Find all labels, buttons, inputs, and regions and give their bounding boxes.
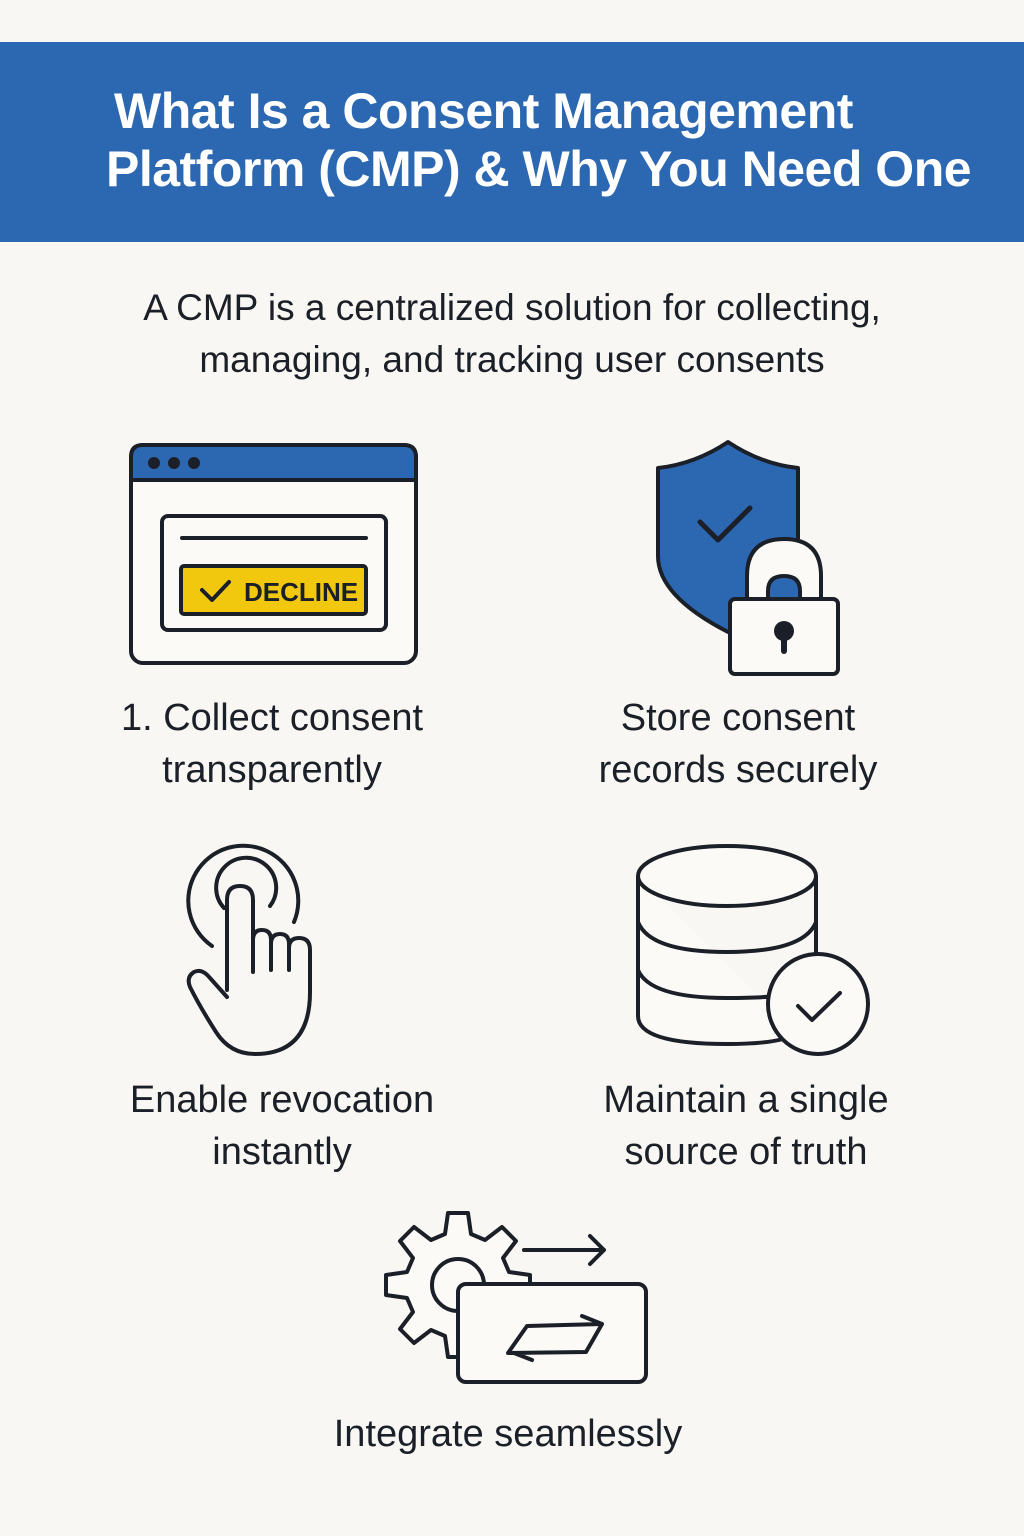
window-dot-icon	[148, 457, 160, 469]
decline-button-label: DECLINE	[244, 577, 358, 607]
feature-label-line: transparently	[162, 749, 382, 791]
feature-label-revoke: Enable revocation instantly	[82, 1074, 482, 1178]
checkmark-icon	[200, 580, 231, 602]
feature-label-store: Store consent records securely	[538, 692, 938, 796]
intro-line-2: managing, and tracking user consents	[199, 339, 825, 380]
feature-label-line: instantly	[212, 1131, 352, 1173]
page-title-line-2: Platform (CMP) & Why You Need One	[106, 141, 972, 197]
tap-hand-icon	[186, 843, 312, 1056]
sync-arrows-icon	[506, 1314, 604, 1362]
feature-label-collect: 1. Collect consent transparently	[72, 692, 472, 796]
header-banner	[0, 42, 1024, 242]
checkmark-icon	[697, 505, 753, 543]
database-check-icon	[636, 844, 870, 1056]
feature-label-line: Maintain a single	[603, 1079, 889, 1121]
page-title-line-1: What Is a Consent Management	[114, 83, 853, 139]
shield-lock-icon	[656, 440, 840, 676]
decline-button	[179, 564, 368, 616]
intro-line-1: A CMP is a centralized solution for coll…	[143, 287, 881, 328]
feature-label-line: Store consent	[620, 697, 856, 739]
arrow-right-icon	[522, 1234, 606, 1266]
feature-label-line: Integrate seamlessly	[333, 1413, 683, 1455]
window-dot-icon	[188, 457, 200, 469]
feature-label-integrate: Integrate seamlessly	[308, 1408, 708, 1460]
feature-label-line: 1. Collect consent	[120, 697, 424, 739]
feature-label-line: records securely	[598, 749, 878, 791]
intro-text: A CMP is a centralized solution for coll…	[0, 282, 1024, 386]
feature-label-line: Enable revocation	[129, 1079, 435, 1121]
feature-label-truth: Maintain a single source of truth	[546, 1074, 946, 1178]
feature-label-line: source of truth	[624, 1131, 868, 1173]
checkmark-icon	[796, 991, 842, 1022]
window-dot-icon	[168, 457, 180, 469]
gear-sync-icon	[384, 1211, 648, 1384]
browser-consent-banner-icon: DECLINE	[129, 443, 418, 665]
